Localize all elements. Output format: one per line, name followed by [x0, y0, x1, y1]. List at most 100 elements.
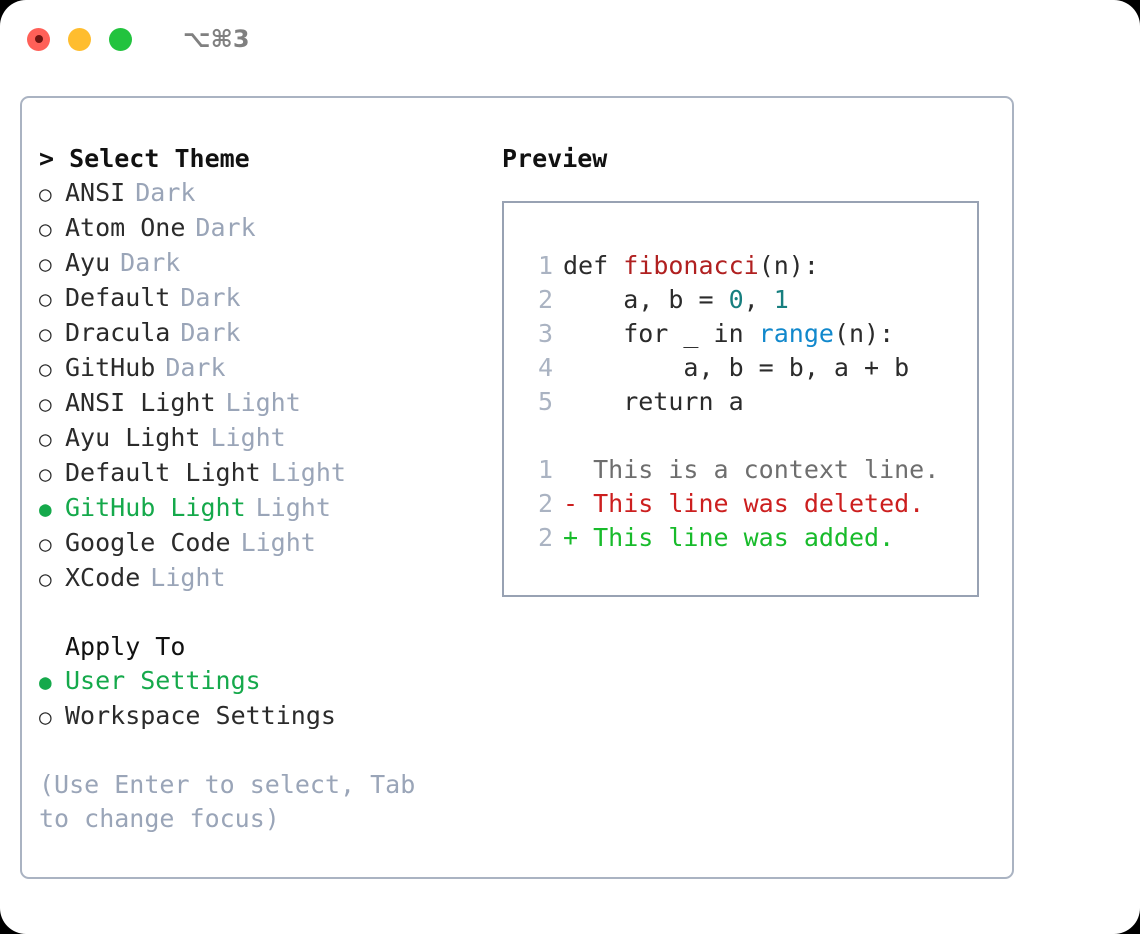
theme-option-badge: Dark [135, 178, 196, 207]
diff-line-content: + This line was added. [563, 521, 894, 555]
section-spacer [39, 596, 499, 630]
diff-line-add: 2 + This line was added. [526, 521, 977, 555]
maximize-dot[interactable] [109, 27, 132, 51]
theme-option-badge: Dark [180, 283, 241, 312]
code-token-call: range [758, 319, 834, 348]
theme-option-label: ANSI Light [65, 388, 216, 417]
code-line-number: 4 [537, 353, 553, 382]
theme-option-label: Google Code [65, 528, 231, 557]
code-token-plain: (n): [833, 319, 895, 348]
theme-option-label: Ayu Light [65, 423, 201, 452]
diff-line-content: - This line was deleted. [563, 487, 924, 521]
radio-unselected-icon: ○ [39, 532, 52, 556]
close-dot[interactable] [27, 27, 50, 51]
theme-option-label: Atom One [65, 213, 186, 242]
apply-to-option-user-settings[interactable]: ● User Settings [39, 664, 499, 699]
theme-option-badge: Light [150, 563, 226, 592]
theme-option-label: Default Light [65, 458, 261, 487]
diff-line-number: 2 [537, 523, 553, 552]
radio-unselected-icon: ○ [39, 427, 52, 451]
code-line: 4 a, b = b, a + b [526, 351, 977, 385]
minimize-dot[interactable] [68, 27, 91, 51]
theme-option-badge: Light [255, 493, 331, 522]
radio-unselected-icon: ○ [39, 357, 52, 381]
apply-to-option-label: Workspace Settings [65, 701, 336, 730]
diff-spacer [526, 419, 977, 453]
code-token-plain: a, b = b, a + b [563, 353, 910, 382]
radio-unselected-icon: ○ [39, 322, 52, 346]
theme-option-badge: Dark [120, 248, 181, 277]
code-line-number: 3 [537, 319, 553, 348]
theme-option-badge: Light [270, 458, 346, 487]
radio-unselected-icon: ○ [39, 252, 52, 276]
apply-to-option-label: User Settings [65, 666, 261, 695]
radio-selected-icon: ● [39, 670, 52, 694]
title-bar: ⌥⌘3 [0, 0, 1140, 78]
window-controls [27, 27, 132, 51]
theme-option-badge: Dark [165, 353, 226, 382]
theme-option-ansi-light[interactable]: ○ ANSI Light Light [39, 386, 499, 421]
code-token-num: 0 [728, 285, 744, 314]
code-line-number: 5 [537, 387, 553, 416]
apply-to-option-workspace-settings[interactable]: ○ Workspace Settings [39, 699, 499, 734]
theme-option-default[interactable]: ○ Default Dark [39, 281, 499, 316]
apply-to-option-list: ● User Settings ○ Workspace Settings [39, 664, 499, 734]
code-token-fn: fibonacci [623, 251, 759, 280]
radio-unselected-icon: ○ [39, 705, 52, 729]
theme-option-badge: Dark [180, 318, 241, 347]
theme-option-badge: Light [225, 388, 301, 417]
code-token-plain: for _ in [563, 319, 759, 348]
diff-sample: 1 This is a context line.2- This line wa… [526, 453, 977, 555]
diff-marker: - [563, 489, 594, 518]
theme-option-label: GitHub Light [65, 493, 246, 522]
theme-option-google-code[interactable]: ○ Google Code Light [39, 526, 499, 561]
theme-option-label: XCode [65, 563, 141, 592]
code-line-number: 1 [537, 251, 553, 280]
theme-option-atom-one[interactable]: ○ Atom One Dark [39, 211, 499, 246]
radio-unselected-icon: ○ [39, 182, 52, 206]
diff-line-content: This is a context line. [563, 453, 939, 487]
keyboard-hint-text: (Use Enter to select, Tab to change focu… [39, 770, 431, 833]
code-line-text: return a [563, 385, 744, 419]
theme-option-default-light[interactable]: ○ Default Light Light [39, 456, 499, 491]
diff-line-number: 2 [537, 489, 553, 518]
diff-marker [563, 455, 593, 484]
theme-option-label: ANSI [65, 178, 126, 207]
code-line: 2 a, b = 0, 1 [526, 283, 977, 317]
code-line-text: a, b = b, a + b [563, 351, 909, 385]
diff-line-ctx: 1 This is a context line. [526, 453, 977, 487]
theme-option-label: Dracula [65, 318, 171, 347]
theme-option-label: GitHub [65, 353, 156, 382]
theme-picker-title: > Select Theme [39, 144, 250, 173]
radio-unselected-icon: ○ [39, 287, 52, 311]
radio-unselected-icon: ○ [39, 462, 52, 486]
code-token-plain: , [743, 285, 774, 314]
diff-line-del: 2- This line was deleted. [526, 487, 977, 521]
recording-indicator-icon [34, 35, 43, 43]
theme-option-label: Default [65, 283, 171, 312]
diff-line-text: This line was deleted. [593, 489, 925, 518]
code-token-num: 1 [773, 285, 789, 314]
diff-marker: + [563, 523, 594, 552]
code-line: 3 for _ in range(n): [526, 317, 977, 351]
code-token-plain: def [563, 251, 624, 280]
code-token-plain: return a [563, 387, 744, 416]
theme-option-ansi[interactable]: ○ ANSI Dark [39, 176, 499, 211]
theme-option-badge: Light [240, 528, 316, 557]
radio-unselected-icon: ○ [39, 217, 52, 241]
theme-option-github[interactable]: ○ GitHub Dark [39, 351, 499, 386]
theme-option-badge: Dark [195, 213, 256, 242]
radio-unselected-icon: ○ [39, 392, 52, 416]
theme-option-dracula[interactable]: ○ Dracula Dark [39, 316, 499, 351]
